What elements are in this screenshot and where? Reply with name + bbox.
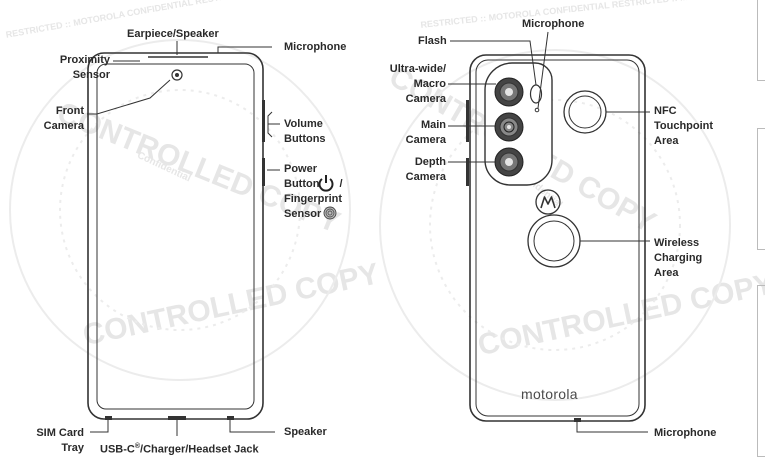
label-wireless-charging: Wireless Charging Area [654,237,703,279]
label-depth-camera: Depth Camera [405,156,446,183]
label-nfc: NFC Touchpoint Area [654,105,714,147]
label-ultrawide-camera: Ultra-wide/ Macro Camera [389,63,446,105]
motorola-batwing-icon [535,189,561,215]
label-sim-card-tray: SIM Card Tray [36,427,84,454]
back-phone-body [469,54,646,422]
main-lens [494,112,524,142]
label-front-camera: Front Camera [43,105,84,132]
label-earpiece-speaker: Earpiece/Speaker [127,28,219,40]
label-main-camera: Main Camera [405,119,446,146]
label-power-button: Power Button/ Fingerprint Sensor [284,163,343,220]
depth-lens [494,147,524,177]
wireless-charging-area [527,214,581,268]
front-camera-lens [171,69,183,81]
label-flash: Flash [418,35,447,47]
cropped-frame [757,0,765,81]
cropped-frame [757,128,765,250]
label-volume-buttons: Volume Buttons [284,118,326,145]
label-usb-c: USB-C®/Charger/Headset Jack [100,443,259,456]
label-back-microphone-bottom: Microphone [654,427,717,439]
cropped-frame [757,285,765,457]
label-front-microphone: Microphone [284,41,347,53]
label-speaker: Speaker [284,426,327,438]
power-icon [318,175,334,192]
motorola-wordmark: motorola [521,386,578,402]
rear-mic-hole [534,107,540,113]
fingerprint-icon [323,206,337,220]
label-back-microphone-top: Microphone [522,18,585,30]
label-proximity-sensor: Proximity Sensor [59,54,110,81]
ultrawide-lens [494,77,524,107]
volume-button [262,100,265,142]
power-button [262,158,265,186]
front-phone-body [87,52,264,420]
nfc-area [563,90,607,134]
